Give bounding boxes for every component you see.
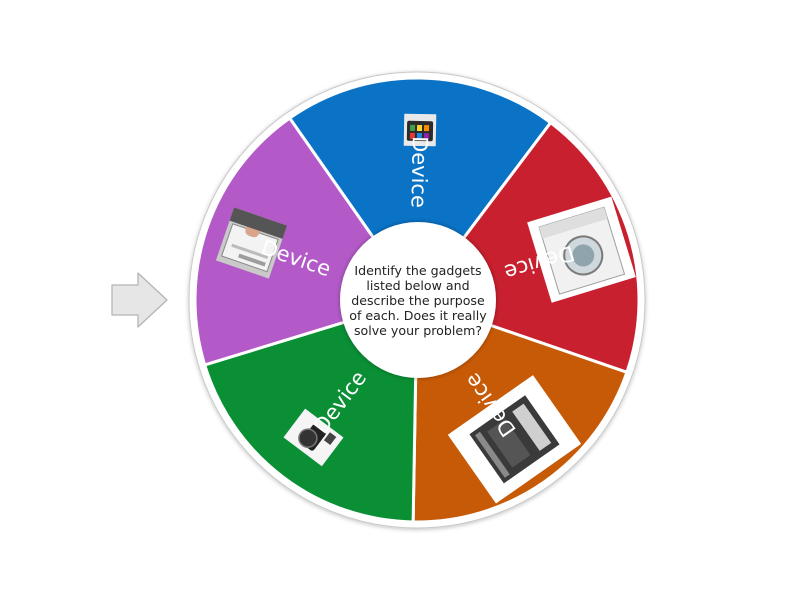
pointer-arrow bbox=[111, 272, 168, 328]
segment-image bbox=[283, 408, 344, 467]
prompt-line: of each. Does it really bbox=[349, 307, 487, 323]
segment-image bbox=[215, 207, 288, 279]
prompt-line: Identify the gadgets bbox=[354, 262, 482, 278]
arrow-right-icon bbox=[111, 272, 168, 328]
prompt-line: listed below and bbox=[366, 277, 470, 293]
wheel-segment[interactable] bbox=[287, 76, 553, 303]
prompt-line: describe the purpose bbox=[351, 292, 485, 308]
segment-image bbox=[527, 196, 636, 303]
segment-image bbox=[403, 113, 437, 147]
segment-image bbox=[447, 375, 582, 504]
prompt-line: solve your problem? bbox=[353, 322, 483, 338]
wheel-hub[interactable] bbox=[340, 222, 496, 378]
segment-label: Device bbox=[407, 136, 432, 208]
